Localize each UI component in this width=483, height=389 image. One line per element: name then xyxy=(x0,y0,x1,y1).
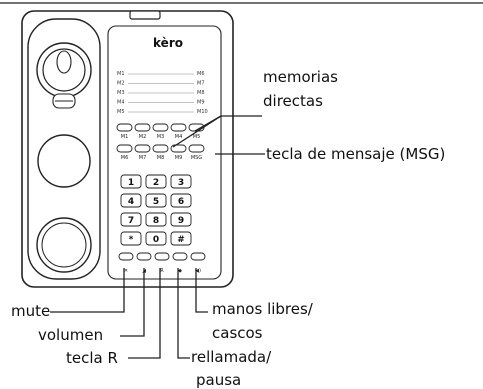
keypad-key-label: 8 xyxy=(153,216,159,226)
directory-label-right: M10 xyxy=(197,109,208,115)
directory-label-left: M2 xyxy=(117,81,125,87)
directory-label-right: M6 xyxy=(197,71,205,77)
keypad-key-label: 7 xyxy=(128,216,134,226)
keypad-key-label: # xyxy=(177,235,185,245)
keypad-key-label: 2 xyxy=(153,178,159,188)
keypad-key[interactable] xyxy=(145,174,167,189)
memory-key[interactable] xyxy=(152,123,169,132)
label-memorias-line1: memorias xyxy=(263,68,338,86)
memory-key-label: MSG xyxy=(191,155,202,161)
memory-key-label: M6 xyxy=(121,155,129,161)
memory-key-label: M1 xyxy=(121,134,129,140)
keypad-key-label: 4 xyxy=(128,197,134,207)
keypad-key[interactable] xyxy=(145,231,167,246)
keypad-key-label: * xyxy=(129,235,134,245)
keypad-key[interactable] xyxy=(170,231,192,246)
function-key-glyph: ◀) xyxy=(195,268,201,274)
function-key[interactable] xyxy=(118,252,134,261)
keypad-key[interactable] xyxy=(170,212,192,227)
label-volumen: volumen xyxy=(38,326,104,344)
leader-tecla-r xyxy=(128,268,161,359)
memory-key[interactable] xyxy=(188,144,205,153)
directory-label-right: M8 xyxy=(197,90,205,96)
keypad-key[interactable] xyxy=(120,193,142,208)
memory-key-label: M8 xyxy=(157,155,165,161)
keypad-key[interactable] xyxy=(120,231,142,246)
memory-key[interactable] xyxy=(134,144,151,153)
memory-key[interactable] xyxy=(134,123,151,132)
leader-mute xyxy=(50,268,125,313)
keypad-key[interactable] xyxy=(145,193,167,208)
earpiece xyxy=(36,42,92,109)
memory-key[interactable] xyxy=(170,144,187,153)
label-memorias-line2: directas xyxy=(263,92,323,110)
leader-rellamada xyxy=(177,268,190,359)
memory-key[interactable] xyxy=(116,144,133,153)
label-rellamada-line2: pausa xyxy=(196,371,242,389)
memory-key[interactable] xyxy=(152,144,169,153)
directory-label-left: M4 xyxy=(117,100,125,106)
memory-key-label: M2 xyxy=(139,134,147,140)
label-manos-libres-line2: cascos xyxy=(212,324,263,342)
memory-key[interactable] xyxy=(170,123,187,132)
keypad-key-label: 6 xyxy=(178,197,184,207)
memory-key-label: M3 xyxy=(157,134,165,140)
dial-keypad: 1 2 3 4 5 6 7 8 9 * 0 # xyxy=(120,174,192,246)
label-manos-libres-line1: manos libres/ xyxy=(212,300,313,318)
directory-label-left: M1 xyxy=(117,71,125,77)
leader-volumen xyxy=(120,268,145,337)
keypad-key-label: 1 xyxy=(128,178,134,188)
function-key[interactable] xyxy=(154,252,170,261)
function-key-glyph: R xyxy=(160,268,164,274)
top-tab xyxy=(129,10,161,20)
function-key[interactable] xyxy=(172,252,188,261)
label-rellamada-line1: rellamada/ xyxy=(191,348,272,366)
keypad-key-label: 0 xyxy=(153,235,159,245)
function-key-glyph: ✕ xyxy=(124,268,128,274)
label-tecla-mensaje: tecla de mensaje (MSG) xyxy=(266,145,446,163)
directory-label-right: M9 xyxy=(197,100,205,106)
keypad-key[interactable] xyxy=(170,193,192,208)
directory-label-left: M3 xyxy=(117,90,125,96)
leader-manos-libres xyxy=(195,268,208,313)
function-key[interactable] xyxy=(190,252,206,261)
directory-label-right: M7 xyxy=(197,81,205,87)
memory-key[interactable] xyxy=(116,123,133,132)
keypad-key[interactable] xyxy=(120,174,142,189)
memory-key-label: M9 xyxy=(175,155,183,161)
mouthpiece xyxy=(36,217,92,273)
label-tecla-r: tecla R xyxy=(66,349,118,367)
memory-key-label: M4 xyxy=(175,134,183,140)
leader-memorias-b xyxy=(172,115,222,148)
brand-logo: kèro xyxy=(153,36,183,50)
memory-key-label: M5 xyxy=(193,134,201,140)
keypad-key[interactable] xyxy=(145,212,167,227)
handset-middle-grip xyxy=(37,134,91,188)
function-keys: ✕◢R◆◀) xyxy=(118,252,206,274)
function-key[interactable] xyxy=(136,252,152,261)
keypad-key-label: 5 xyxy=(153,197,159,207)
keypad-key-label: 9 xyxy=(178,216,184,226)
directory-label-left: M5 xyxy=(117,109,125,115)
keypad-key[interactable] xyxy=(170,174,192,189)
keypad-key[interactable] xyxy=(120,212,142,227)
label-mute: mute xyxy=(11,302,51,320)
keypad-key-label: 3 xyxy=(178,178,184,188)
memory-key-label: M7 xyxy=(139,155,147,161)
leader-lines xyxy=(50,115,265,359)
function-key-glyph: ◆ xyxy=(178,268,182,274)
